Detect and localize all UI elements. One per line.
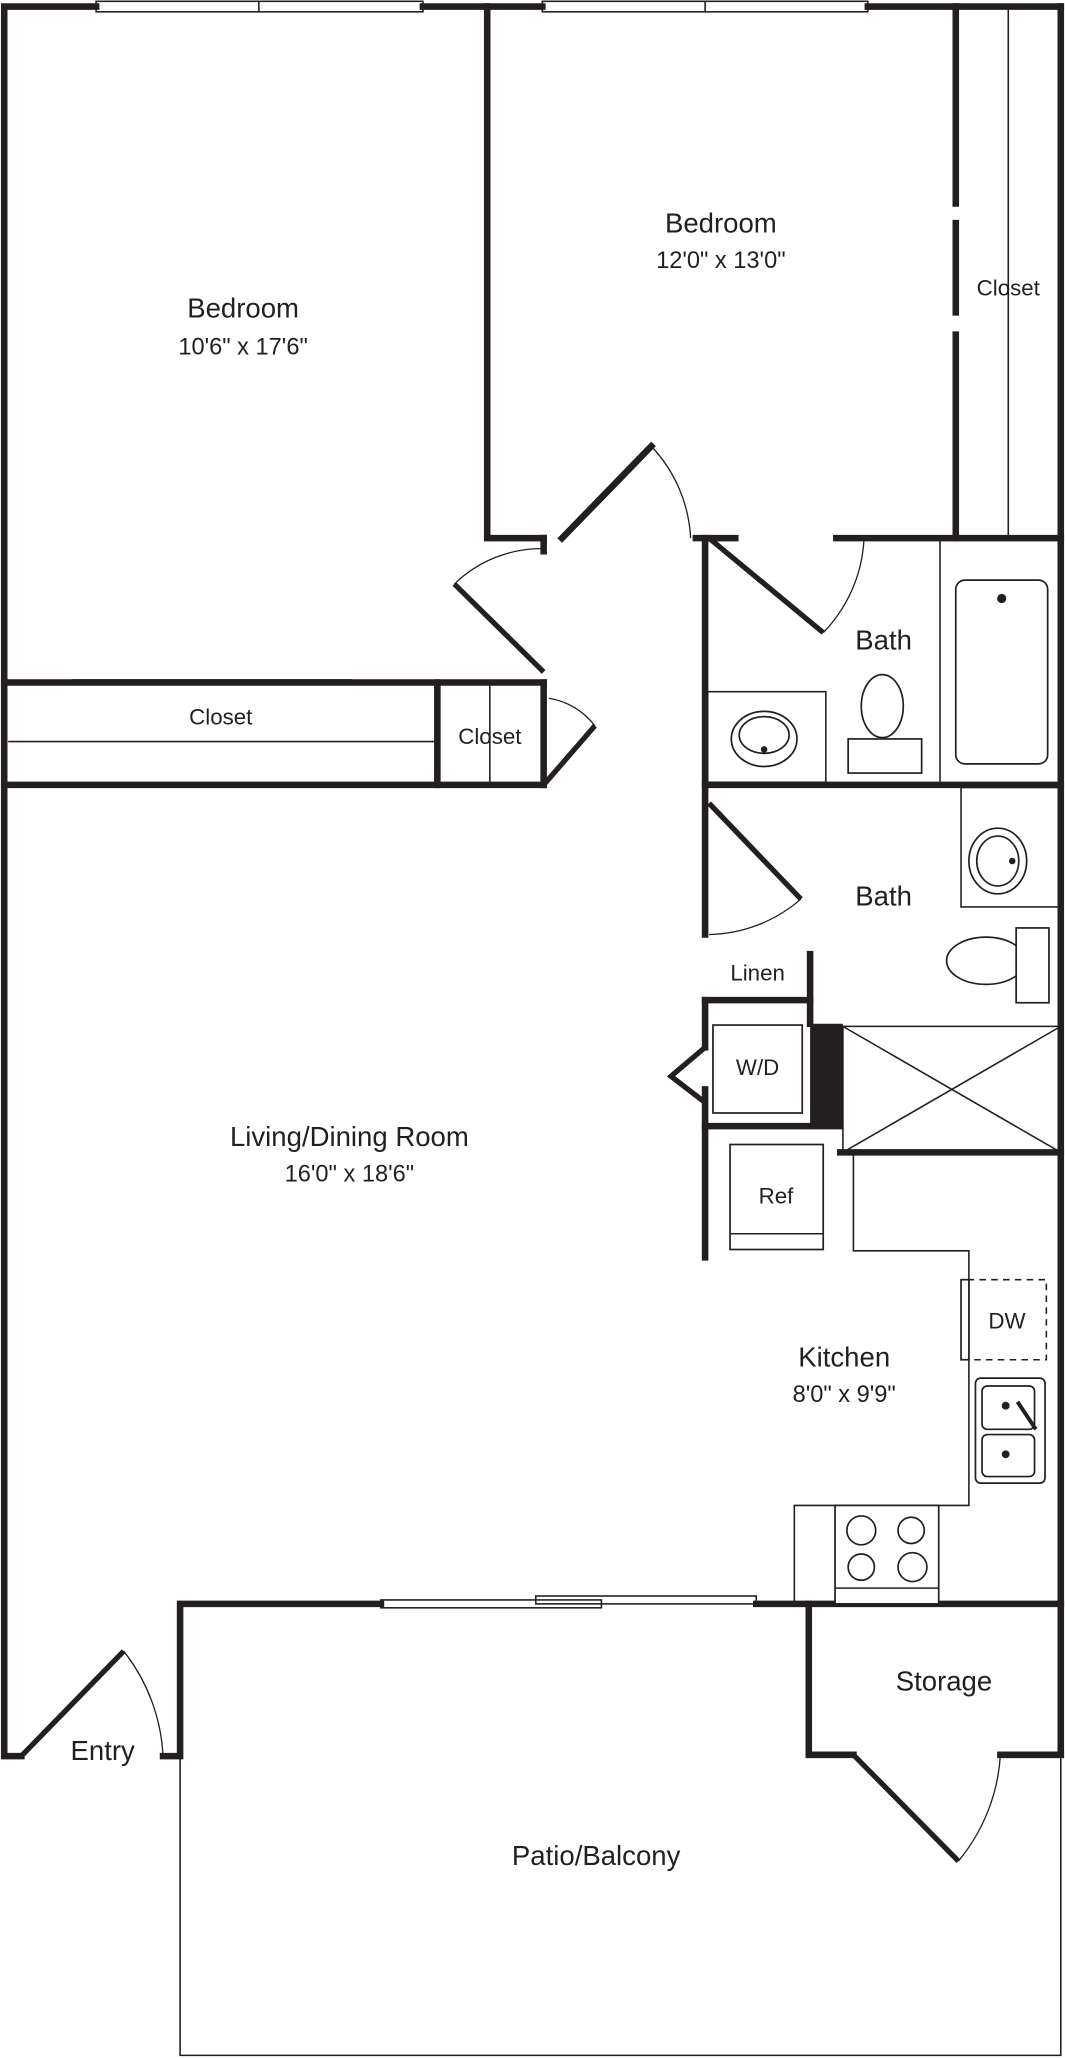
bath-2-label: Bath — [855, 881, 912, 912]
linen-label: Linen — [730, 960, 785, 985]
bedroom-2-dimensions: 12'0" x 13'0" — [656, 248, 785, 274]
bedroom-1-name: Bedroom — [187, 293, 299, 324]
patio-outline — [179, 1754, 1062, 2057]
appliances — [712, 1024, 1048, 1605]
kitchen-name: Kitchen — [798, 1341, 890, 1372]
bedroom-2-name: Bedroom — [665, 207, 777, 238]
closet-left-label: Closet — [189, 705, 253, 730]
bath-2-fixtures — [842, 786, 1062, 1154]
toilet-icon — [945, 936, 1027, 986]
dw-label: DW — [988, 1308, 1025, 1333]
kitchen-dimensions: 8'0" x 9'9" — [793, 1382, 896, 1408]
room-labels: Bedroom 10'6" x 17'6" Bedroom 12'0" x 13… — [71, 207, 1041, 1871]
windows — [95, 0, 869, 1609]
bedroom-1-dimensions: 10'6" x 17'6" — [178, 334, 307, 360]
closet-small-label: Closet — [458, 724, 522, 749]
toilet-icon — [860, 673, 905, 739]
ref-label: Ref — [759, 1184, 795, 1209]
living-dining-dimensions: 16'0" x 18'6" — [285, 1161, 414, 1187]
closet-lines — [8, 540, 941, 784]
living-dining-name: Living/Dining Room — [230, 1121, 469, 1152]
bath-1-fixtures — [730, 579, 1049, 774]
patio-label: Patio/Balcony — [512, 1840, 681, 1871]
drain-icon — [997, 593, 1007, 604]
doors — [19, 444, 1002, 1863]
washer-dryer — [712, 1024, 804, 1114]
entry-label: Entry — [71, 1735, 136, 1766]
refrigerator — [729, 1143, 825, 1251]
chase-block — [810, 1023, 843, 1127]
closet-right-label: Closet — [977, 275, 1041, 300]
bath-1-label: Bath — [855, 625, 912, 656]
wd-label: W/D — [736, 1055, 779, 1080]
storage-label: Storage — [896, 1666, 992, 1697]
